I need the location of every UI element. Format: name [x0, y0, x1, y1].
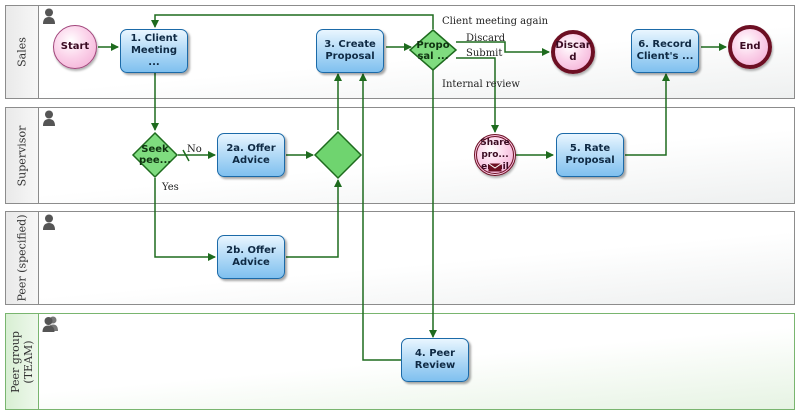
flow-label-yes: Yes	[162, 182, 179, 193]
flow-label-submit: Submit	[466, 48, 503, 59]
task-offer-advice-b[interactable]: 2b. Offer Advice	[217, 235, 285, 279]
flow-peer-review-to-create	[359, 73, 401, 361]
task-label: 2b. Offer Advice	[226, 245, 276, 268]
task-create-proposal[interactable]: 3. Create Proposal	[316, 29, 384, 73]
lane-header: Peer group (TEAM)	[6, 314, 39, 409]
gateway-seek-peer[interactable]	[131, 131, 179, 179]
gateway-seek-label: Seek pee...	[138, 144, 172, 166]
envelope-icon	[488, 163, 502, 172]
start-event-label: Start	[60, 41, 90, 52]
task-client-meeting[interactable]: 1. Client Meeting ...	[120, 29, 188, 73]
default-flow-marker	[182, 149, 190, 162]
end-event[interactable]: End	[728, 25, 772, 69]
lane-peer-group-team: Peer group (TEAM)	[5, 313, 795, 410]
flow-label-no: No	[187, 144, 202, 155]
end-event-discard-label: Discar d	[555, 40, 591, 63]
flow-submit	[456, 57, 499, 133]
end-event-discard[interactable]: Discar d	[551, 30, 595, 74]
flow-discard	[456, 41, 550, 56]
task-rate-proposal[interactable]: 5. Rate Proposal	[556, 133, 624, 177]
flow-advice-b-to-merge	[286, 179, 342, 258]
task-label: 5. Rate Proposal	[565, 143, 615, 166]
task-peer-review[interactable]: 4. Peer Review	[401, 338, 469, 382]
flow-rate-to-record	[625, 73, 670, 156]
start-event[interactable]: Start	[53, 25, 97, 69]
flow-label-discard: Discard	[466, 33, 506, 44]
person-icon	[43, 110, 55, 126]
lane-header: Supervisor	[6, 108, 39, 203]
group-icon	[42, 316, 58, 332]
task-label: 6. Record Client's ...	[636, 39, 694, 62]
person-icon	[43, 214, 55, 230]
flow-label-internal-review: Internal review	[442, 79, 520, 90]
task-label: 2a. Offer Advice	[226, 143, 276, 166]
lane-header: Peer (specified)	[6, 212, 39, 304]
gateway-merge[interactable]	[313, 130, 363, 180]
task-record-client[interactable]: 6. Record Client's ...	[631, 29, 699, 73]
end-event-label: End	[739, 41, 761, 52]
flow-label-client-meeting-again: Client meeting again	[442, 16, 549, 27]
lane-peer-specified: Peer (specified)	[5, 211, 795, 305]
lane-header: Sales	[6, 6, 39, 98]
person-icon	[43, 8, 55, 24]
gateway-proposal-label: Propo sal ...	[416, 40, 450, 62]
task-offer-advice-a[interactable]: 2a. Offer Advice	[217, 133, 285, 177]
gateway-proposal[interactable]	[408, 29, 458, 71]
flow-yes	[154, 178, 216, 261]
task-label: 4. Peer Review	[414, 348, 456, 371]
task-label: 3. Create Proposal	[324, 39, 376, 62]
flow-client-meeting-again	[151, 14, 434, 29]
task-label: 1. Client Meeting ...	[130, 33, 178, 68]
share-proposal-email-event[interactable]: Share pro... email	[474, 134, 516, 176]
